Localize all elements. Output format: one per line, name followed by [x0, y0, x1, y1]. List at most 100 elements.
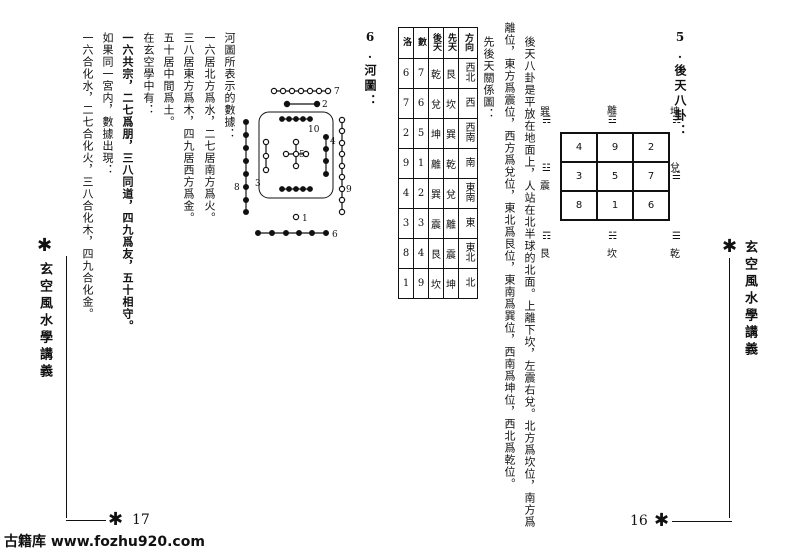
- li-trigram-icon: ☲: [608, 115, 617, 126]
- table-row: 6 7 乾 艮 西北: [398, 58, 478, 89]
- hetu-line-4: 五十居中間爲土。: [162, 32, 175, 128]
- grid-cell: 9: [597, 133, 633, 162]
- table-cell: 7: [398, 88, 414, 119]
- hetu-line-6: 一六共宗，二七爲朋，三八同道，四九爲友，五十相守。: [121, 32, 134, 332]
- table-header-row: 洛 數 後天 先天 方向: [398, 27, 478, 59]
- grid-cell: 6: [633, 191, 669, 220]
- site-name: 古籍库: [4, 534, 46, 550]
- hetu-label-3: 3: [255, 179, 261, 189]
- hetu-diagram: 7 2 10 5 3 4 9 8 1 6: [234, 87, 352, 240]
- hetu-label-10: 10: [308, 125, 320, 135]
- table-row: 9 1 離 乾 南: [398, 148, 478, 179]
- hetu-label-9: 9: [346, 185, 352, 195]
- label-dui: 兌: [670, 163, 680, 174]
- table-row: 4 2 巽 兌 東南: [398, 178, 478, 209]
- grid-cell: 5: [597, 162, 633, 191]
- hetu-line-5: 在玄空學中有：: [142, 32, 155, 116]
- table-cell: 4: [413, 238, 429, 269]
- grid-cell: 7: [633, 162, 669, 191]
- hetu-label-5: 5: [299, 150, 305, 160]
- section-6-heading: 6.河圖：: [362, 30, 379, 109]
- site-url[interactable]: www.fozhu920.com: [50, 534, 205, 550]
- paragraph-line-2: 離位，東方爲震位，西方爲兌位，東北爲艮位，東南爲巽位，西南爲坤位，西北爲乾位。: [503, 22, 516, 490]
- hetu-line-3: 三八居東方爲木，四九居西方爲金。: [182, 32, 195, 224]
- header-cell: 方向: [458, 27, 478, 59]
- ornament-star-icon: ✱: [37, 235, 53, 256]
- table-cell: 3: [413, 208, 429, 239]
- table-cell: 北: [458, 268, 478, 299]
- header-cell: 後天: [428, 27, 444, 59]
- header-cell: 數: [413, 27, 429, 59]
- qian-trigram-icon: ☰: [672, 231, 681, 242]
- table-row: 7 6 兌 坎 西: [398, 88, 478, 119]
- paragraph-line-1: 後天八卦是平放在地面上，人站在北半球的北面。上離下坎，左震右兌。北方爲坎位，南方…: [523, 36, 536, 528]
- table-cell: 坎: [428, 268, 444, 299]
- running-title-left: 玄空風水學講義: [37, 262, 52, 381]
- table-row: 3 3 震 離 東: [398, 208, 478, 239]
- table-cell: 離: [443, 208, 459, 239]
- table-cell: 3: [398, 208, 414, 239]
- table-cell: 西南: [458, 118, 478, 149]
- table-cell: 艮: [443, 58, 459, 89]
- kun-trigram-icon: ☷: [672, 115, 681, 126]
- table-cell: 1: [398, 268, 414, 299]
- table-cell: 東北: [458, 238, 478, 269]
- table-cell: 兌: [428, 88, 444, 119]
- hetu-line-2: 一六居北方爲水，二七居南方爲火。: [203, 32, 216, 224]
- table-cell: 6: [398, 58, 414, 89]
- table-cell: 南: [458, 148, 478, 179]
- hetu-line-7: 如果同一宮内，數據出現：: [101, 32, 114, 176]
- grid-cell: 1: [597, 191, 633, 220]
- label-qian: 乾: [670, 249, 680, 260]
- header-cell: 洛: [398, 27, 414, 59]
- hetu-label-6: 6: [332, 230, 338, 240]
- gen-trigram-icon: ☶: [542, 231, 551, 242]
- xun-trigram-icon: ☴: [542, 115, 551, 126]
- grid-cell: 8: [561, 191, 597, 220]
- label-li: 離: [607, 106, 617, 117]
- label-zhen: 震: [540, 181, 550, 192]
- hetu-label-7: 7: [334, 87, 340, 97]
- site-footer: 古籍库 www.fozhu920.com: [4, 531, 205, 551]
- table-cell: 坤: [428, 118, 444, 149]
- table-cell: 6: [413, 88, 429, 119]
- hetu-label-2: 2: [322, 100, 328, 110]
- footer-rule: [672, 521, 732, 522]
- table-cell: 4: [398, 178, 414, 209]
- header-cell: 先天: [443, 27, 459, 59]
- table-cell: 坎: [443, 88, 459, 119]
- footer-rule: [66, 520, 106, 521]
- grid-cell: 2: [633, 133, 669, 162]
- section-5-title: 後天八卦：: [673, 64, 687, 139]
- table-cell: 艮: [428, 238, 444, 269]
- table-cell: 乾: [428, 58, 444, 89]
- label-gen: 艮: [540, 249, 550, 260]
- zhen-trigram-icon: ☳: [542, 163, 551, 174]
- table-cell: 西: [458, 88, 478, 119]
- hetu-label-4: 4: [330, 137, 336, 147]
- grid-cell: 3: [561, 162, 597, 191]
- section-6-number: 6.: [363, 30, 377, 64]
- table-row: 8 4 艮 震 東北: [398, 238, 478, 269]
- running-title-right: 玄空風水學講義: [742, 240, 757, 359]
- table-cell: 9: [413, 268, 429, 299]
- section-5-number: 5.: [673, 30, 687, 64]
- table-cell: 巽: [428, 178, 444, 209]
- ornament-star-icon: ✱: [108, 509, 124, 530]
- table-cell: 1: [413, 148, 429, 179]
- luoshu-grid: 4 9 2 3 5 7 8 1 6: [560, 132, 670, 221]
- section-5-heading: 5.後天八卦：: [672, 30, 689, 139]
- table-cell: 東: [458, 208, 478, 239]
- table-cell: 5: [413, 118, 429, 149]
- table-cell: 7: [413, 58, 429, 89]
- table-cell: 8: [398, 238, 414, 269]
- page-number-16: 16: [630, 513, 648, 529]
- table-cell: 2: [398, 118, 414, 149]
- table-cell: 兌: [443, 178, 459, 209]
- hetu-line-8: 一六合化水，二七合化火，三八合化木，四九合化金。: [81, 32, 94, 320]
- paragraph-line-3: 先後天關係圖：: [482, 36, 495, 120]
- table-cell: 9: [398, 148, 414, 179]
- section-6-title: 河圖：: [363, 64, 377, 109]
- dui-trigram-icon: ☱: [672, 171, 681, 182]
- vertical-rule: [729, 258, 730, 518]
